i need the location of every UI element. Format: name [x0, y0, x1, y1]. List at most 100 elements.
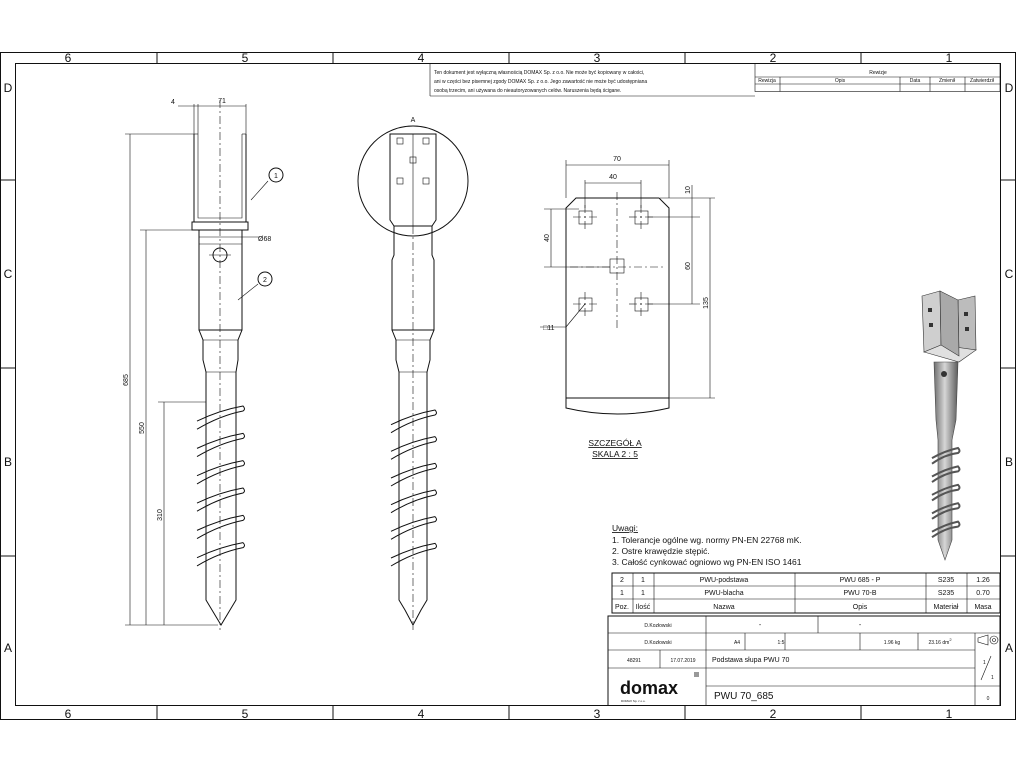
revision-col-changed: Zmienił: [939, 78, 956, 84]
balloon-1: 1: [250, 167, 284, 201]
tb-sheet-den: 1: [991, 675, 994, 681]
detail-callout: A: [411, 117, 416, 124]
balloon-2: 2: [237, 271, 273, 301]
notes-title: Uwagi:: [612, 523, 638, 533]
thread-turn: [390, 489, 437, 514]
zone-labels: 6 5 4 3 2 1 6 5 4 3 2 1 D C B A D C B A: [4, 51, 1014, 721]
outer-border: [0, 52, 1016, 720]
notice-line-2: ani w części bez pisemnej zgody DOMAX Sp…: [434, 79, 647, 85]
zone-row-c-left: C: [4, 267, 13, 281]
thread-turn: [390, 409, 437, 434]
revision-table: Rewizje Rewizja Opis Data Zmienił Zatwie…: [754, 63, 1001, 92]
dim-diameter: Ø68: [258, 236, 271, 243]
dim-top-small: 4: [171, 99, 175, 106]
detail-dim-60: 60: [685, 262, 692, 270]
zone-col-5-top: 5: [242, 51, 249, 65]
thread-turn: [196, 487, 245, 512]
zone-col-1-top: 1: [946, 51, 953, 65]
bom-h-desc: Opis: [853, 604, 868, 611]
iso-thread: [931, 446, 961, 539]
tb-title: Podstawa słupa PWU 70: [712, 657, 790, 664]
dim-middle: 550: [139, 422, 146, 434]
helix-thread: [196, 405, 245, 567]
diameter-symbol: Ø: [258, 236, 264, 243]
bom-r1-pos: 2: [620, 577, 624, 584]
zone-col-1-bottom: 1: [946, 707, 953, 721]
bom-table: 2 1 PWU-podstawa PWU 685 - P S235 1.26 1…: [611, 572, 1001, 614]
zone-ticks: [0, 52, 1016, 720]
tb-scale: 1:5: [778, 640, 785, 646]
detail-dim-135: 135: [703, 297, 710, 309]
zone-row-b-right: B: [1005, 455, 1013, 469]
note-2: 2. Ostre krawędzie stępić.: [612, 546, 710, 556]
revision-col-desc: Opis: [835, 78, 846, 84]
bom-r2-desc: PWU 70-B: [843, 590, 876, 597]
svg-text:1: 1: [274, 173, 278, 180]
tb-checker: D.Kozłowski: [644, 640, 671, 646]
bom-h-material: Materiał: [934, 604, 959, 611]
thread-turn: [931, 465, 961, 483]
front-view: [191, 100, 249, 630]
bom-r2-qty: 1: [641, 590, 645, 597]
thread-turn: [931, 446, 961, 465]
bom-r2-pos: 1: [620, 590, 624, 597]
zone-row-c-right: C: [1005, 267, 1014, 281]
note-3: 3. Całość cynkować ogniowo wg PN-EN ISO …: [612, 557, 802, 567]
detail-dimensions: 70 40 10 60 135 40 □11 SZCZEGÓŁ A SKALA …: [540, 156, 715, 459]
notes-block: Uwagi: 1. Tolerancje ogólne wg. normy PN…: [612, 523, 802, 567]
zone-col-2-bottom: 2: [770, 707, 777, 721]
detail-a-view: [565, 192, 670, 415]
inner-border: [15, 63, 1001, 706]
thread-turn: [196, 405, 245, 430]
bom-h-name: Nazwa: [713, 604, 735, 611]
revision-col-date: Data: [910, 78, 921, 84]
zone-row-a-right: A: [1005, 641, 1013, 655]
tb-designer: D.Kozłowski: [644, 623, 671, 629]
zone-row-d-left: D: [4, 81, 13, 95]
zone-row-a-left: A: [4, 641, 12, 655]
svg-text:2: 2: [263, 277, 267, 284]
detail-dim-inner: 40: [609, 174, 617, 181]
tb-drawing-no: PWU 70_685: [714, 691, 774, 702]
title-block: D.Kozłowski - - D.Kozłowski A4 1:5 1.96 …: [607, 615, 1001, 706]
bom-h-qty: Ilość: [636, 604, 651, 611]
revision-col-approved: Zatwierdził: [970, 78, 995, 84]
iso-view: [921, 290, 977, 561]
detail-dim-hole: □11: [543, 325, 555, 332]
dim-overall: 685: [123, 374, 130, 386]
zone-col-4-top: 4: [418, 51, 425, 65]
square-symbol: □: [543, 325, 548, 332]
thread-turn: [390, 436, 437, 460]
thread-turn: [196, 432, 245, 457]
tb-doc-no: 48291: [627, 658, 641, 664]
tb-area-unit-sup: 2: [949, 637, 952, 642]
bom-r2-material: S235: [938, 590, 954, 597]
diameter-value: 68: [263, 236, 271, 243]
detail-scale: SKALA 2 : 5: [592, 449, 638, 459]
detail-title: SZCZEGÓŁ A: [588, 438, 642, 448]
detail-dim-vert: 40: [544, 234, 551, 242]
hole-value: 11: [547, 325, 554, 332]
zone-col-3-bottom: 3: [594, 707, 601, 721]
logo-square-icon: [694, 672, 699, 677]
notice-line-3: osobą trzecim, ani używana do nieautoryz…: [434, 88, 621, 94]
dim-lower: 310: [157, 509, 164, 521]
revision-col-rev: Rewizja: [758, 78, 776, 84]
zone-col-6-top: 6: [65, 51, 72, 65]
notice-line-1: Ten dokument jest wyłączną własnością DO…: [434, 70, 644, 76]
bom-h-pos: Poz.: [615, 604, 629, 611]
bom-r2-mass: 0.70: [976, 590, 990, 597]
zone-col-6-bottom: 6: [65, 707, 72, 721]
tb-company-sub: DOMAX Sp. z o.o.: [621, 699, 646, 703]
bom-h-mass: Masa: [974, 604, 991, 611]
tb-company-logo: domax: [620, 678, 678, 698]
bom-r1-name: PWU-podstawa: [700, 577, 749, 584]
bom-r1-mass: 1.26: [976, 577, 990, 584]
bom-r1-material: S235: [938, 577, 954, 584]
note-1: 1. Tolerancje ogólne wg. normy PN-EN 227…: [612, 535, 802, 545]
zone-col-3-top: 3: [594, 51, 601, 65]
thread-turn: [196, 514, 245, 539]
zone-row-d-right: D: [1005, 81, 1014, 95]
